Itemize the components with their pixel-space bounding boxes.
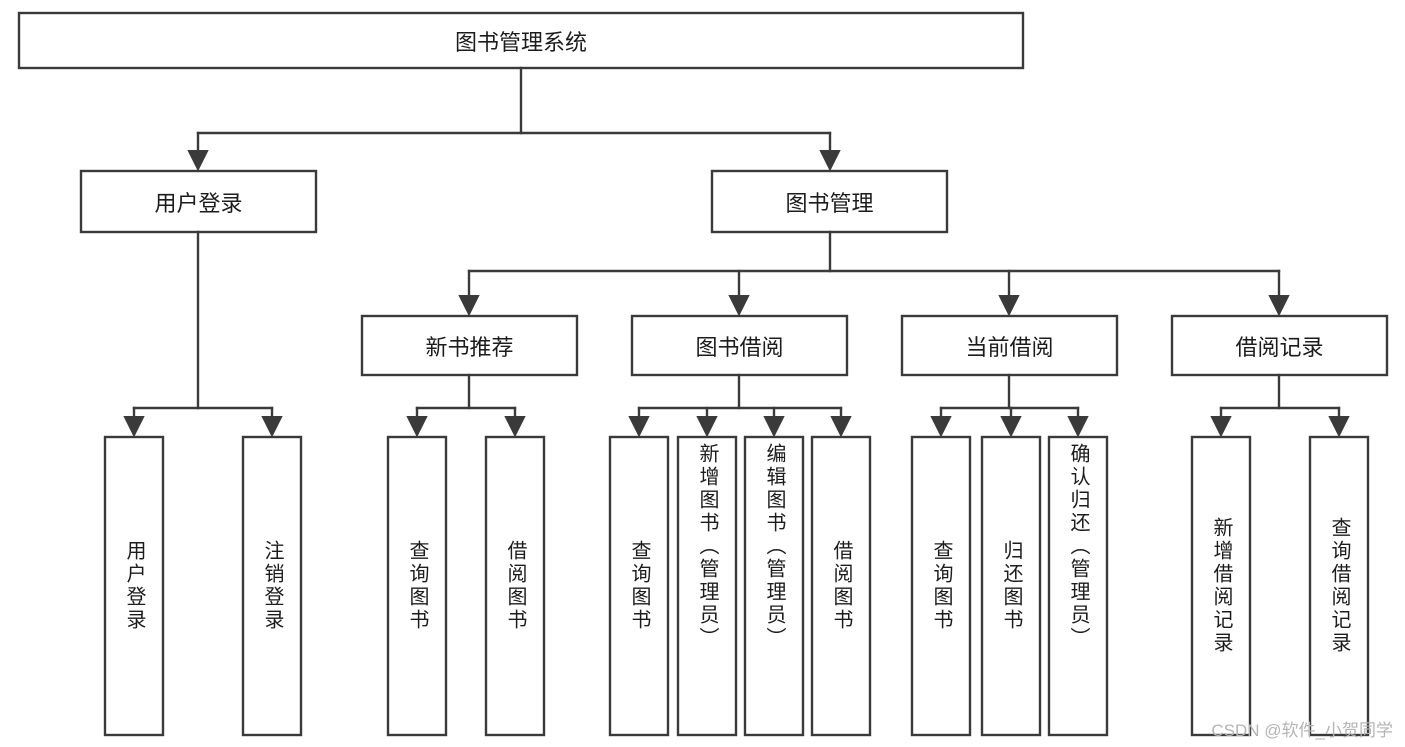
node-leaf-add-book[interactable] <box>676 435 738 737</box>
node-borrow-record[interactable] <box>1170 314 1389 377</box>
node-leaf-return-book[interactable] <box>980 435 1042 737</box>
node-leaf-add-record[interactable] <box>1190 435 1252 737</box>
node-leaf-edit-book[interactable] <box>743 435 805 737</box>
node-leaf-query-record[interactable] <box>1308 435 1370 737</box>
node-book-manage[interactable] <box>710 169 949 234</box>
node-leaf-borrow-book-1[interactable] <box>484 435 546 737</box>
node-root[interactable] <box>17 11 1025 70</box>
node-new-book-recommend[interactable] <box>360 314 579 377</box>
node-current-borrow[interactable] <box>900 314 1119 377</box>
node-user-login[interactable] <box>79 169 318 234</box>
node-book-borrow[interactable] <box>630 314 849 377</box>
node-leaf-query-book-1[interactable] <box>386 435 448 737</box>
node-leaf-user-login[interactable] <box>103 435 165 737</box>
node-leaf-confirm-return[interactable] <box>1047 435 1109 737</box>
node-leaf-logout-login[interactable] <box>241 435 303 737</box>
node-leaf-borrow-book-2[interactable] <box>810 435 872 737</box>
node-leaf-query-book-2[interactable] <box>608 435 670 737</box>
node-leaf-query-book-3[interactable] <box>910 435 972 737</box>
